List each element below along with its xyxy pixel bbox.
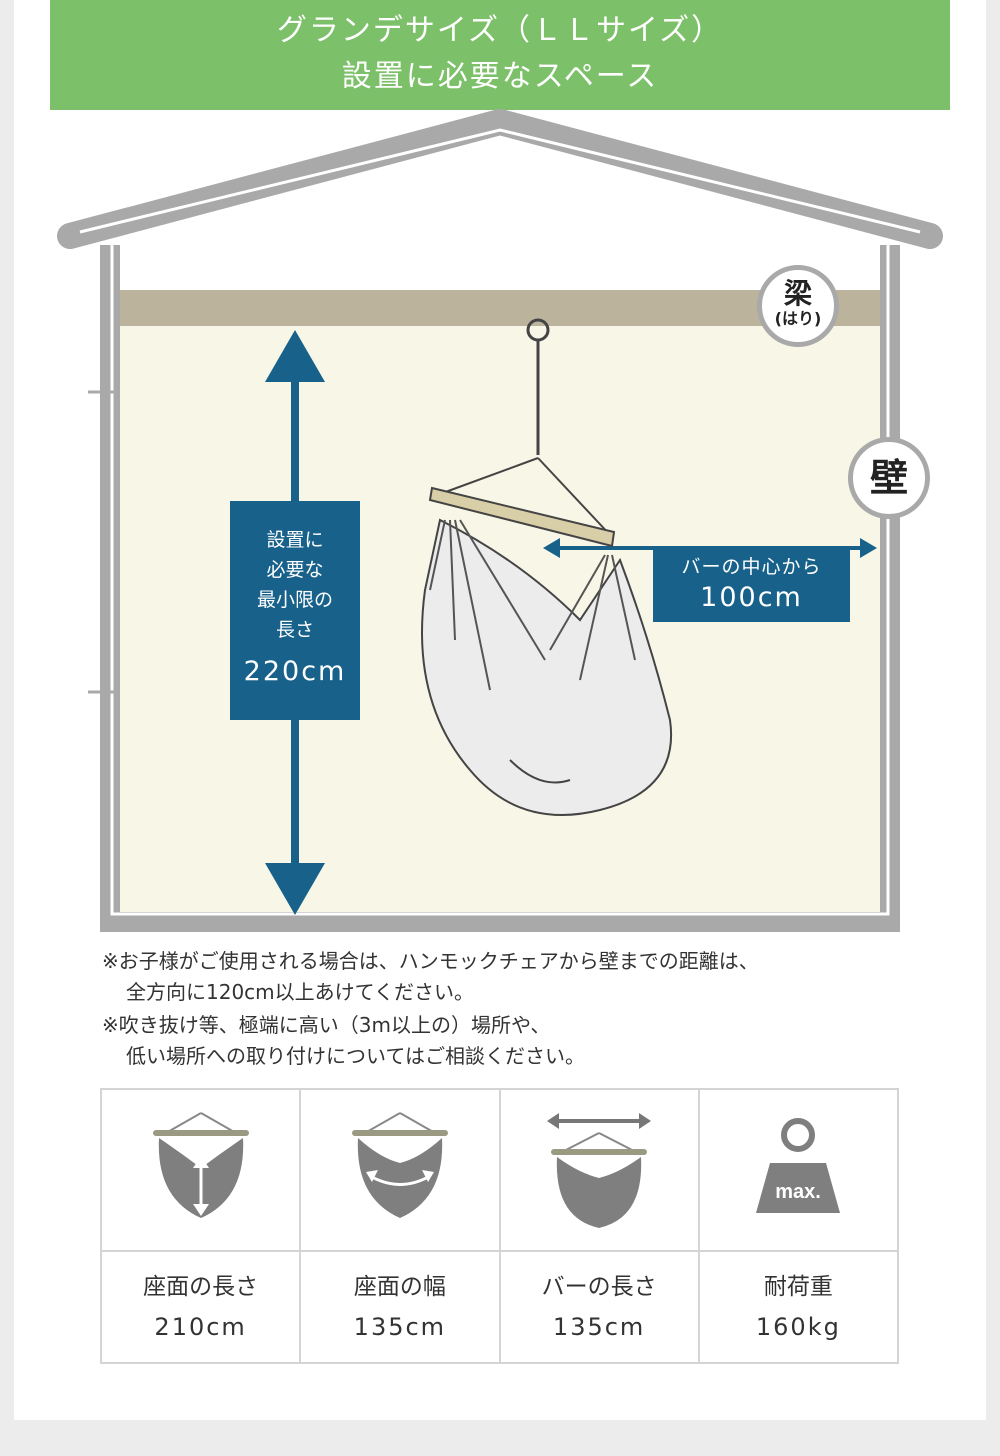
spec-value: 135cm	[552, 1313, 646, 1341]
spec-value: 160kg	[755, 1313, 841, 1341]
note-1: ※お子様がご使用される場合は、ハンモックチェアから壁までの距離は、全方向に120…	[102, 946, 759, 1008]
beam-kanji: 梁	[783, 277, 812, 310]
spec-table: max. 座面の長さ 210cm 座面の幅 135cm バーの長さ 135cm 耐荷重…	[99, 1088, 900, 1364]
header-title: グランデサイズ（ＬＬサイズ）	[276, 13, 724, 48]
spec-seat-width: 座面の幅 135cm	[299, 1250, 501, 1364]
spec-label: 耐荷重	[763, 1274, 833, 1300]
max-load-icon: max.	[697, 1088, 900, 1252]
wall-label: 壁	[848, 437, 930, 519]
bar-length-icon	[498, 1088, 700, 1252]
height-label-line: 設置に	[266, 529, 324, 551]
roof-highlight	[79, 128, 921, 234]
note-line: ※吹き抜け等、極端に高い（3m以上の）場所や、	[102, 1013, 551, 1037]
header-subtitle: 設置に必要なスペース	[341, 59, 659, 94]
height-label-line: 必要な	[266, 559, 324, 581]
beam-reading: (はり)	[774, 309, 822, 328]
spec-value: 135cm	[353, 1313, 447, 1341]
height-label-box: 設置に 必要な 最小限の 長さ 220cm	[230, 501, 360, 720]
height-label-line: 長さ	[275, 619, 314, 641]
roof	[57, 109, 943, 249]
spec-seat-length: 座面の長さ 210cm	[99, 1250, 302, 1364]
spec-value: 210cm	[154, 1313, 247, 1341]
note-2: ※吹き抜け等、極端に高い（3m以上の）場所や、低い場所への取り付けについてはご相…	[102, 1010, 759, 1072]
width-value: 100cm	[700, 582, 803, 613]
spec-label: バーの長さ	[541, 1274, 657, 1300]
note-line: 全方向に120cm以上あけてください。	[126, 980, 475, 1004]
width-label: バーの中心から	[681, 556, 822, 578]
seat-width-icon	[299, 1088, 501, 1252]
spec-label: 座面の長さ	[143, 1274, 259, 1300]
svg-text:max.: max.	[776, 1181, 822, 1203]
note-line: ※お子様がご使用される場合は、ハンモックチェアから壁までの距離は、	[102, 949, 759, 973]
notes: ※お子様がご使用される場合は、ハンモックチェアから壁までの距離は、全方向に120…	[102, 946, 759, 1074]
width-label-box: バーの中心から 100cm	[653, 548, 850, 622]
page-header: グランデサイズ（ＬＬサイズ） 設置に必要なスペース	[50, 0, 950, 110]
wall-kanji: 壁	[869, 456, 908, 500]
spec-label: 座面の幅	[353, 1274, 446, 1300]
height-label-line: 最小限の	[256, 589, 333, 611]
seat-length-icon	[99, 1088, 302, 1252]
height-value: 220cm	[243, 656, 347, 687]
walls	[100, 245, 900, 932]
spec-bar-length: バーの長さ 135cm	[498, 1250, 700, 1364]
hammock-chair-illustration	[421, 318, 673, 816]
beam-label: 梁 (はり)	[757, 265, 839, 347]
note-line: 低い場所への取り付けについてはご相談ください。	[126, 1044, 585, 1068]
beam	[120, 290, 880, 326]
spec-max-load: 耐荷重 160kg	[697, 1250, 900, 1364]
